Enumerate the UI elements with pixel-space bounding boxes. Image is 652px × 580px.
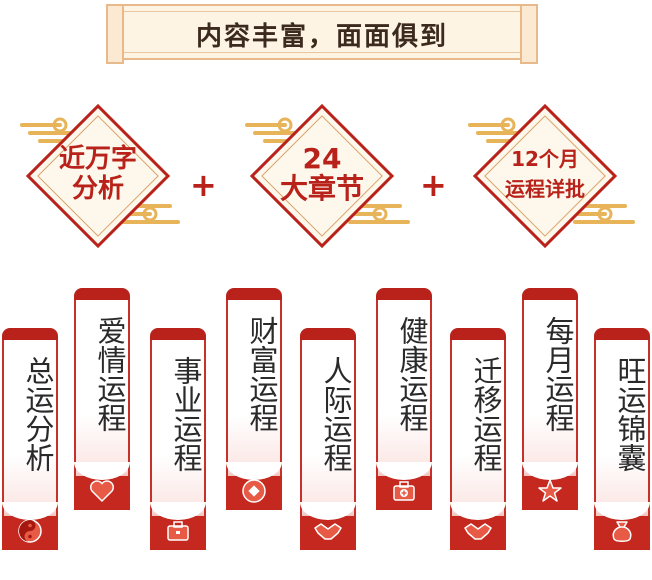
page-title: 内容丰富，面面俱到 bbox=[195, 22, 448, 52]
card-label: 财富运程 bbox=[245, 316, 279, 432]
card-label: 迁移运程 bbox=[469, 356, 503, 472]
plus-sign: + bbox=[420, 166, 447, 204]
card-monthly-fortune[interactable]: 每月运程 bbox=[522, 288, 578, 510]
highlight-line1: 24 bbox=[302, 142, 342, 175]
card-label: 人际运程 bbox=[319, 356, 353, 472]
yin-yang-icon bbox=[16, 517, 44, 545]
highlight-line2: 运程详批 bbox=[505, 177, 585, 201]
title-banner: 内容丰富，面面俱到 bbox=[106, 4, 538, 64]
heart-icon bbox=[88, 477, 116, 505]
banner-ribbon-right bbox=[520, 4, 538, 64]
plus-sign: + bbox=[190, 166, 217, 204]
star-icon bbox=[536, 477, 564, 505]
highlight-diamond-2: 24 大章节 bbox=[242, 96, 402, 256]
card-career-fortune[interactable]: 事业运程 bbox=[150, 328, 206, 550]
highlight-line1: 12个月 bbox=[511, 147, 579, 171]
card-label: 旺运锦囊 bbox=[613, 356, 647, 472]
card-label: 健康运程 bbox=[395, 316, 429, 432]
highlight-line2: 分析 bbox=[71, 174, 124, 204]
medical-kit-icon bbox=[390, 477, 418, 505]
card-label: 总运分析 bbox=[21, 356, 55, 472]
card-label: 事业运程 bbox=[169, 356, 203, 472]
handshake-icon bbox=[464, 517, 492, 545]
card-general-fortune[interactable]: 总运分析 bbox=[2, 328, 58, 550]
highlight-line1: 近万字 bbox=[58, 144, 137, 174]
highlight-diamond-3: 12个月 运程详批 bbox=[465, 96, 625, 256]
card-label: 每月运程 bbox=[541, 316, 575, 432]
briefcase-icon bbox=[164, 517, 192, 545]
card-luck-pouch[interactable]: 旺运锦囊 bbox=[594, 328, 650, 550]
highlight-diamond-1: 近万字 分析 bbox=[18, 96, 178, 256]
card-label: 爱情运程 bbox=[93, 316, 127, 432]
card-wealth-fortune[interactable]: 财富运程 bbox=[226, 288, 282, 510]
card-love-fortune[interactable]: 爱情运程 bbox=[74, 288, 130, 510]
card-health-fortune[interactable]: 健康运程 bbox=[376, 288, 432, 510]
coin-icon bbox=[240, 477, 268, 505]
pouch-icon bbox=[608, 517, 636, 545]
handshake-icon bbox=[314, 517, 342, 545]
card-social-fortune[interactable]: 人际运程 bbox=[300, 328, 356, 550]
banner-ribbon-left bbox=[106, 4, 124, 64]
card-migration-fortune[interactable]: 迁移运程 bbox=[450, 328, 506, 550]
highlight-line2: 大章节 bbox=[279, 172, 364, 205]
